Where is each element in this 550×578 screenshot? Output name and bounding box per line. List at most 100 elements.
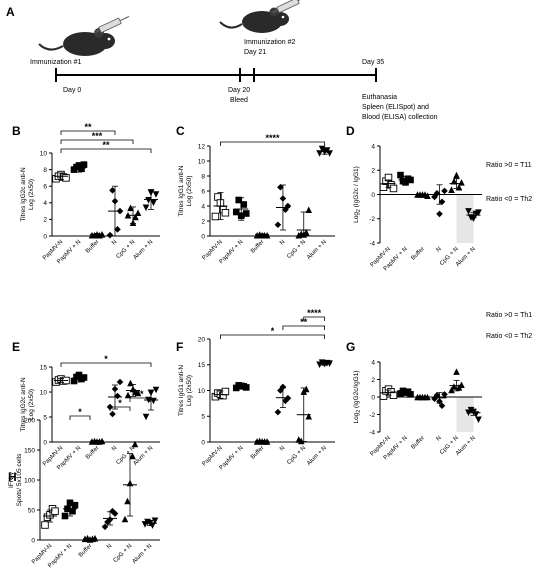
data-point xyxy=(458,381,465,389)
annotation-g-ratio-negative: Ratio <0 = Th2 xyxy=(486,333,532,340)
data-point xyxy=(389,184,398,193)
x-category-label: Buffer xyxy=(410,435,425,450)
y-tick-label: 2 xyxy=(371,168,375,175)
data-point xyxy=(455,183,463,191)
y-axis-label-line1: Titres IgG1 anti-N xyxy=(178,365,185,416)
y-tick-label: 0 xyxy=(371,192,375,199)
data-point xyxy=(453,171,460,179)
x-category-label: Alum + N xyxy=(306,239,328,261)
data-point xyxy=(240,201,248,208)
data-point xyxy=(453,368,460,375)
y-axis-label: Log2 (IgG2c/IgG1) xyxy=(353,370,362,423)
event-label-day21: Day 21 xyxy=(244,49,266,56)
panel-label-f: F xyxy=(176,340,183,354)
data-point xyxy=(458,179,465,186)
data-point xyxy=(326,150,333,157)
data-point xyxy=(282,206,289,214)
y-axis-label-line1: Titres IgG1 anti-N xyxy=(178,165,185,216)
data-point xyxy=(114,392,121,400)
data-point xyxy=(424,192,431,200)
y-tick-label: 4 xyxy=(371,359,375,366)
negative-ratio-shading xyxy=(456,397,474,432)
panel-a-timeline: A Imm xyxy=(6,0,438,121)
significance-label: ** xyxy=(84,122,92,132)
significance-bracket xyxy=(109,406,131,411)
significance-bracket xyxy=(282,325,325,330)
x-category-label: Buffer xyxy=(250,445,265,460)
data-point xyxy=(450,177,458,185)
y-tick-label: 5 xyxy=(201,414,205,421)
data-point xyxy=(433,391,441,399)
data-point xyxy=(274,221,282,229)
y-tick-label: 4 xyxy=(43,200,47,207)
y-tick-label: 6 xyxy=(43,184,47,191)
data-point xyxy=(302,385,310,393)
data-point xyxy=(51,507,59,515)
data-point xyxy=(302,228,310,236)
panel-label-e: E xyxy=(12,340,20,354)
y-tick-label: 20 xyxy=(198,336,206,343)
data-point xyxy=(431,193,438,201)
significance-label: ** xyxy=(136,389,144,399)
data-point xyxy=(465,208,472,215)
significance-bracket xyxy=(60,130,116,135)
event-label-bleed: Bleed xyxy=(230,97,248,104)
x-category-label: N xyxy=(111,445,118,452)
y-tick-label: 0 xyxy=(43,233,47,240)
data-point xyxy=(109,410,116,418)
data-point xyxy=(78,165,85,173)
event-label-blood: Blood (ELISA) collection xyxy=(362,114,438,121)
y-axis-label-line2: Spots/ 5x105 cells xyxy=(16,453,23,507)
data-point xyxy=(274,408,282,416)
panel-label-c: C xyxy=(176,124,185,138)
data-point xyxy=(397,171,404,179)
data-point xyxy=(152,191,160,198)
significance-bracket xyxy=(303,316,325,321)
event-label-immunization-1: Immunization #1 xyxy=(30,59,81,66)
y-tick-label: 2 xyxy=(201,218,205,225)
data-point xyxy=(101,523,109,531)
data-point xyxy=(297,437,305,445)
data-point xyxy=(263,231,271,239)
y-tick-label: 10 xyxy=(40,389,48,396)
x-category-label: CpG + N xyxy=(286,239,307,260)
data-point xyxy=(232,208,240,216)
y-axis-label-line1: Titres IgG2c anti-N xyxy=(20,167,27,222)
x-category-label: Buffer xyxy=(78,543,93,558)
data-point xyxy=(242,210,250,217)
data-point xyxy=(475,209,482,216)
data-point xyxy=(475,416,482,424)
data-point xyxy=(221,208,230,217)
data-point xyxy=(71,501,79,509)
significance-label: * xyxy=(78,407,82,417)
data-point xyxy=(284,394,292,402)
y-axis-label: Log2 (IgG2c / IgG1) xyxy=(353,166,362,223)
y-tick-label: 200 xyxy=(24,417,35,424)
y-tick-label: 100 xyxy=(24,477,35,484)
panel-label-b: B xyxy=(12,124,21,138)
data-point xyxy=(305,412,313,420)
y-tick-label: 10 xyxy=(198,388,206,395)
data-point xyxy=(152,386,160,394)
data-point xyxy=(142,204,150,212)
x-category-label: Buffer xyxy=(85,445,100,460)
y-tick-label: -2 xyxy=(369,216,375,223)
data-point xyxy=(470,215,477,223)
data-point xyxy=(80,161,88,168)
data-point xyxy=(114,226,121,233)
x-category-label: Alum + N xyxy=(132,543,154,565)
data-point xyxy=(436,210,443,218)
data-point xyxy=(211,212,220,221)
data-point xyxy=(132,213,139,221)
data-point xyxy=(69,507,76,515)
y-tick-label: 15 xyxy=(40,364,48,371)
x-category-label: Alum + N xyxy=(306,445,328,467)
significance-label: ** xyxy=(300,317,308,327)
data-point xyxy=(305,206,313,214)
data-point xyxy=(41,521,49,529)
significance-label: * xyxy=(104,354,108,364)
x-category-label: Alum + N xyxy=(133,445,155,467)
